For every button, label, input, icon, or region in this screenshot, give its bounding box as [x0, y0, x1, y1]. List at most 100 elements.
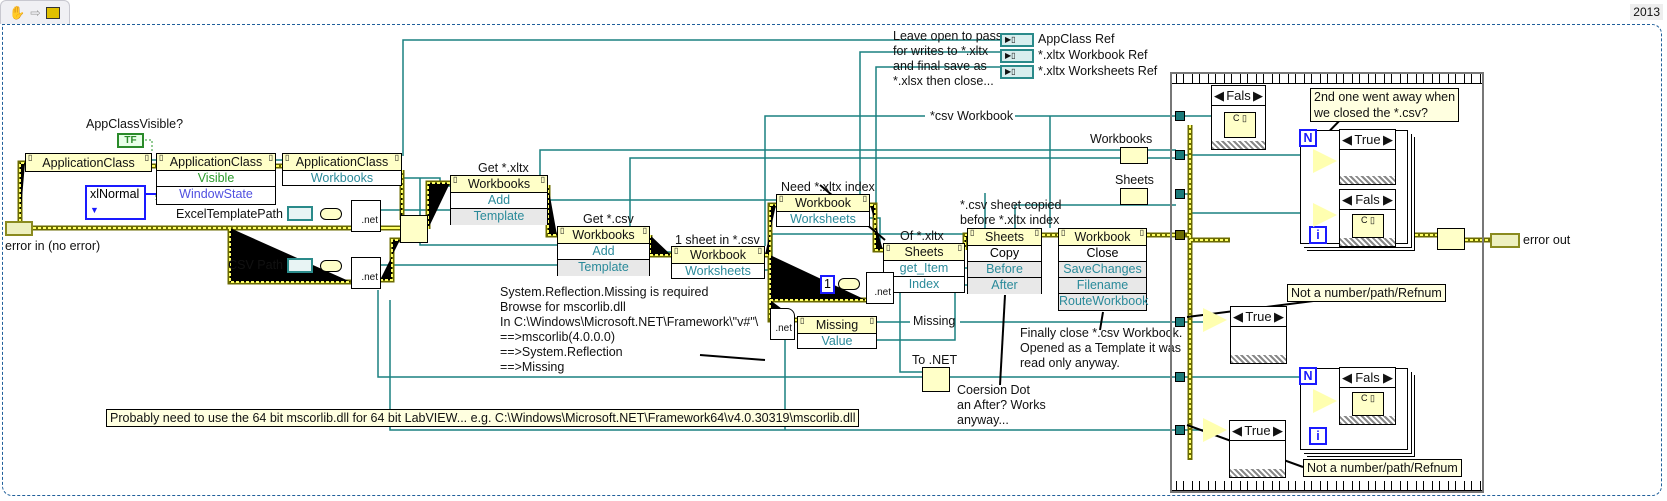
case-selector[interactable]: True — [1245, 309, 1272, 324]
app-workbooks-node[interactable]: ApplicationClass Workbooks — [282, 153, 402, 186]
case-selector[interactable]: True — [1244, 423, 1271, 438]
xltx-index-property-node[interactable]: Workbook Worksheets — [776, 194, 870, 227]
value-property[interactable]: Value — [821, 334, 853, 348]
index-to-net-node[interactable]: .net — [866, 272, 894, 304]
comment-line: anyway... — [957, 413, 1009, 427]
template-param[interactable]: Template — [558, 260, 649, 276]
error-out-terminal[interactable] — [1490, 233, 1520, 248]
appclass-visible-constant[interactable]: TF — [117, 133, 144, 148]
for-loop[interactable]: N i ◀Fals▶ C ▯ — [1299, 367, 1408, 450]
error-in-terminal[interactable] — [5, 221, 33, 236]
case-structure[interactable]: ◀Fals▶ C ▯ — [1211, 85, 1266, 150]
xltx-worksheets-ref-label: *.xltx Worksheets Ref — [1038, 64, 1158, 78]
case-structure[interactable]: ◀Fals▶ C ▯ — [1339, 189, 1396, 247]
xltx-workbook-ref-indicator[interactable]: ▶▯ — [1000, 49, 1034, 63]
copy-invoke-node[interactable]: Sheets Copy Before After — [967, 228, 1042, 294]
appclass-ref-indicator[interactable]: ▶▯ — [1000, 33, 1034, 47]
prev-case-icon[interactable]: ◀ — [1214, 87, 1224, 103]
savechanges-param[interactable]: SaveChanges — [1059, 262, 1146, 278]
comment-line: Finally close *.csv Workbook. — [1020, 326, 1183, 340]
wire-xltx-wb-coll — [539, 149, 1176, 175]
workbooks-array-label: Workbooks — [1090, 132, 1153, 146]
comment-line: Browse for mscorlib.dll — [500, 300, 626, 314]
next-case-icon[interactable]: ▶ — [1253, 87, 1263, 103]
visible-property[interactable]: Visible — [157, 171, 275, 187]
case-selector[interactable]: Fals — [1355, 192, 1380, 207]
case-structure[interactable]: ◀Fals▶ C ▯ — [1339, 367, 1396, 425]
close-invoke-node[interactable]: Workbook Close SaveChanges Filename Rout… — [1058, 228, 1149, 311]
close-title: Workbook — [1059, 228, 1146, 246]
case-structure[interactable]: ◀True▶ — [1230, 306, 1287, 364]
case-structure[interactable]: ◀True▶ — [1229, 420, 1286, 478]
app-property-node[interactable]: ApplicationClass Visible WindowState — [156, 153, 276, 205]
of-xltx-invoke-node[interactable]: Sheets get_Item Index — [883, 243, 965, 293]
csv-to-net-node[interactable]: .net — [351, 257, 381, 289]
error-in-label: error in (no error) — [5, 239, 101, 253]
get-xltx-invoke-node[interactable]: Workbooks Add Template — [450, 175, 548, 225]
path-to-net-node[interactable]: .net — [351, 200, 381, 232]
sheets-array-label: Sheets — [1115, 173, 1154, 187]
wire-to-net — [899, 292, 1176, 378]
add-method[interactable]: Add — [558, 244, 649, 260]
missing-property-node[interactable]: Missing Value — [797, 316, 877, 349]
get-csv-invoke-node[interactable]: Workbooks Add Template — [557, 226, 650, 276]
get-xltx-label: Get *.xltx — [478, 161, 529, 175]
not-refnum-comment: Not a number/path/Refnum — [1303, 459, 1462, 477]
constructor-node[interactable]: ApplicationClass — [25, 153, 152, 172]
loop-count-terminal[interactable]: N — [1299, 367, 1317, 385]
window-state-enum[interactable]: xlNormal ▼ — [85, 185, 146, 220]
template-param[interactable]: Template — [451, 209, 547, 225]
before-param[interactable]: Before — [968, 262, 1041, 278]
finally-close-comment: Finally close *.csv Workbook. Opened as … — [1020, 326, 1182, 371]
case-structure[interactable]: ◀True▶ — [1339, 129, 1396, 185]
case-selector[interactable]: True — [1354, 132, 1381, 147]
mscorlib-64bit-comment: Probably need to use the 64 bit mscorlib… — [106, 409, 860, 427]
appclass-visible-label: AppClassVisible? — [86, 117, 184, 131]
flat-sequence-frame[interactable] — [1170, 72, 1484, 493]
hand-icon[interactable]: ✋ — [9, 4, 26, 20]
dropdown-arrow-icon[interactable]: ▼ — [90, 205, 99, 215]
index-param[interactable]: Index — [908, 277, 940, 291]
get-item-method[interactable]: get_Item — [884, 261, 964, 277]
csv-sheet-property-node[interactable]: Workbook Worksheets — [671, 246, 765, 279]
after-param[interactable]: After — [968, 278, 1041, 294]
build-array-icon[interactable] — [1120, 147, 1148, 164]
loop-count-terminal[interactable]: N — [1299, 129, 1317, 147]
xltx-worksheets-ref-indicator[interactable]: ▶▯ — [1000, 65, 1034, 79]
case-selector[interactable]: Fals — [1226, 88, 1251, 103]
excel-template-path-label: ExcelTemplatePath — [175, 207, 283, 221]
for-loop[interactable]: N i ◀True▶ ◀Fals▶ C ▯ — [1299, 129, 1408, 247]
excel-template-path-terminal[interactable] — [287, 206, 313, 221]
filename-param[interactable]: Filename — [1059, 278, 1146, 294]
workbooks-property[interactable]: Workbooks — [310, 171, 374, 185]
vi-icon[interactable] — [45, 6, 60, 19]
build-array-icon[interactable] — [922, 367, 950, 392]
windowstate-property[interactable]: WindowState — [179, 187, 253, 201]
reflection-comment: System.Reflection.Missing is required Br… — [500, 285, 758, 375]
comment-line: read only anyway. — [1020, 356, 1120, 370]
close-method[interactable]: Close — [1059, 246, 1146, 262]
merge-errors-icon[interactable] — [400, 215, 428, 243]
error-out-label: error out — [1523, 233, 1571, 247]
index-constant[interactable]: 1 — [820, 275, 835, 294]
not-a-refnum-icon — [1203, 308, 1227, 332]
case-selector[interactable]: Fals — [1355, 370, 1380, 385]
comment-line: an After? Works — [957, 398, 1046, 412]
worksheets-property[interactable]: Worksheets — [790, 212, 856, 226]
missing-title: Missing — [798, 316, 876, 334]
arrow-right-icon[interactable]: ⇨ — [30, 6, 41, 20]
csv-path-terminal[interactable] — [287, 258, 313, 273]
tunnel — [1175, 317, 1185, 327]
build-array-icon[interactable] — [1120, 188, 1148, 205]
merge-errors-icon[interactable] — [1437, 228, 1465, 250]
copy-method[interactable]: Copy — [968, 246, 1041, 262]
add-method[interactable]: Add — [451, 193, 547, 209]
net-refnum-constant[interactable]: .net — [770, 308, 795, 340]
routeworkbook-param[interactable]: RouteWorkbook — [1059, 294, 1149, 310]
comment-line: Leave open to pass — [893, 29, 1003, 43]
csv-workbook-wire-label: *csv Workbook — [928, 109, 1016, 124]
worksheets-property[interactable]: Worksheets — [685, 264, 751, 278]
loop-iteration-terminal: i — [1309, 427, 1327, 445]
to-variant-icon — [320, 208, 342, 220]
